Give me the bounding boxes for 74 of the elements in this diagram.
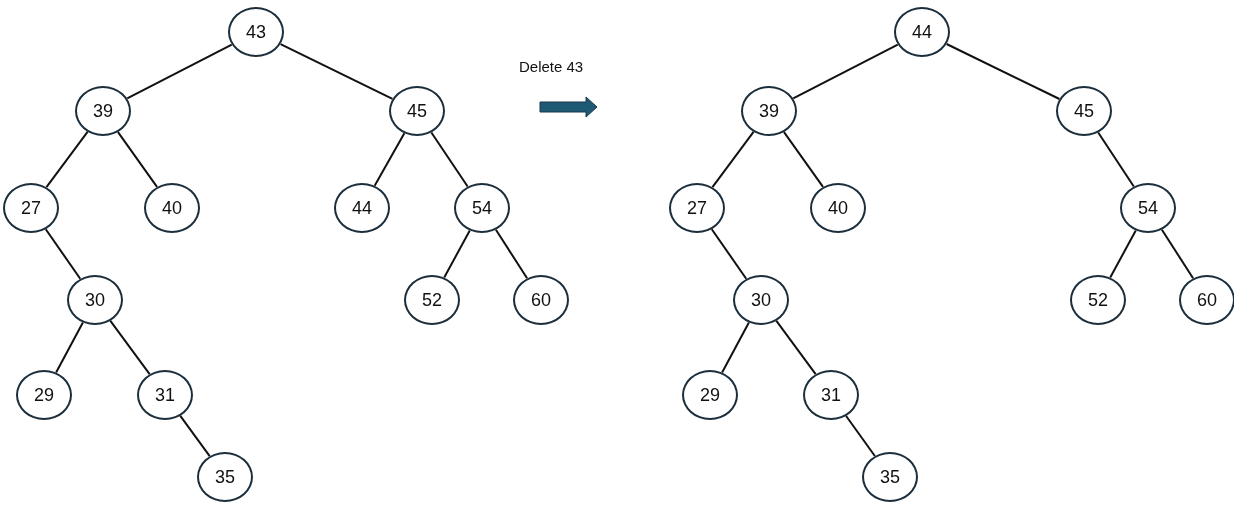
tree-node-circle <box>1070 275 1126 325</box>
node-value: 27 <box>21 197 41 219</box>
connector-line <box>711 130 755 189</box>
node-value: 29 <box>700 384 720 406</box>
node-value: 40 <box>828 197 848 219</box>
connector-line <box>117 131 158 188</box>
tree-node-circle <box>513 275 569 325</box>
connector-line <box>430 131 469 188</box>
tree-node-circle <box>197 452 253 502</box>
node-value: 54 <box>472 197 492 219</box>
connector-line <box>945 43 1061 100</box>
connector-line <box>109 319 151 376</box>
tree-node-circle <box>3 183 59 233</box>
tree-node-circle <box>1056 86 1112 136</box>
node-value: 30 <box>751 289 771 311</box>
node-value: 39 <box>759 100 779 122</box>
connector-line <box>44 228 82 280</box>
tree-node-circle <box>404 275 460 325</box>
connector-line <box>373 132 406 187</box>
action-label: Delete 43 <box>519 58 584 75</box>
tree-node-circle <box>682 370 738 420</box>
node-value: 35 <box>215 466 235 488</box>
node-value: 60 <box>531 289 551 311</box>
node-value: 44 <box>912 21 932 43</box>
node-value: 54 <box>1138 197 1158 219</box>
connector-line <box>792 43 899 100</box>
tree-node-circle <box>137 370 193 420</box>
tree-node-circle <box>144 183 200 233</box>
tree-node-circle <box>454 183 510 233</box>
connector-line <box>279 43 394 100</box>
tree-node-circle <box>67 275 123 325</box>
connector-line <box>179 414 211 458</box>
node-value: 27 <box>687 197 707 219</box>
connector-line <box>845 415 876 457</box>
node-value: 44 <box>352 197 372 219</box>
node-value: 39 <box>93 100 113 122</box>
tree-node-circle <box>741 86 797 136</box>
node-value: 52 <box>422 289 442 311</box>
node-value: 29 <box>34 384 54 406</box>
node-value: 40 <box>162 197 182 219</box>
connector-line <box>126 43 233 100</box>
tree-node-circle <box>669 183 725 233</box>
node-value: 60 <box>1197 289 1217 311</box>
node-value: 45 <box>1074 100 1094 122</box>
node-value: 31 <box>821 384 841 406</box>
connector-line <box>1160 228 1195 280</box>
node-value: 35 <box>880 466 900 488</box>
tree-node-circle <box>803 370 859 420</box>
connector-line <box>45 130 89 189</box>
connector-line <box>1097 131 1135 188</box>
connector-line <box>494 228 529 280</box>
node-value: 45 <box>407 100 427 122</box>
node-value: 30 <box>85 289 105 311</box>
tree-node-circle <box>894 7 950 57</box>
connector-line <box>783 131 824 188</box>
node-value: 52 <box>1088 289 1108 311</box>
node-value: 43 <box>246 21 266 43</box>
connector-line <box>1109 229 1137 279</box>
connector-line <box>721 321 750 374</box>
tree-node-circle <box>810 183 866 233</box>
tree-node-circle <box>16 370 72 420</box>
tree-node-circle <box>733 275 789 325</box>
connector-line <box>55 321 84 374</box>
connector-line <box>775 319 817 376</box>
tree-node-circle <box>334 183 390 233</box>
connector-line <box>710 228 748 280</box>
tree-node-circle <box>862 452 918 502</box>
tree-node-circle <box>228 7 284 57</box>
connector-line <box>443 229 471 279</box>
tree-node-circle <box>1179 275 1234 325</box>
tree-node-circle <box>75 86 131 136</box>
tree-node-circle <box>389 86 445 136</box>
node-value: 31 <box>155 384 175 406</box>
tree-node-circle <box>1120 183 1176 233</box>
